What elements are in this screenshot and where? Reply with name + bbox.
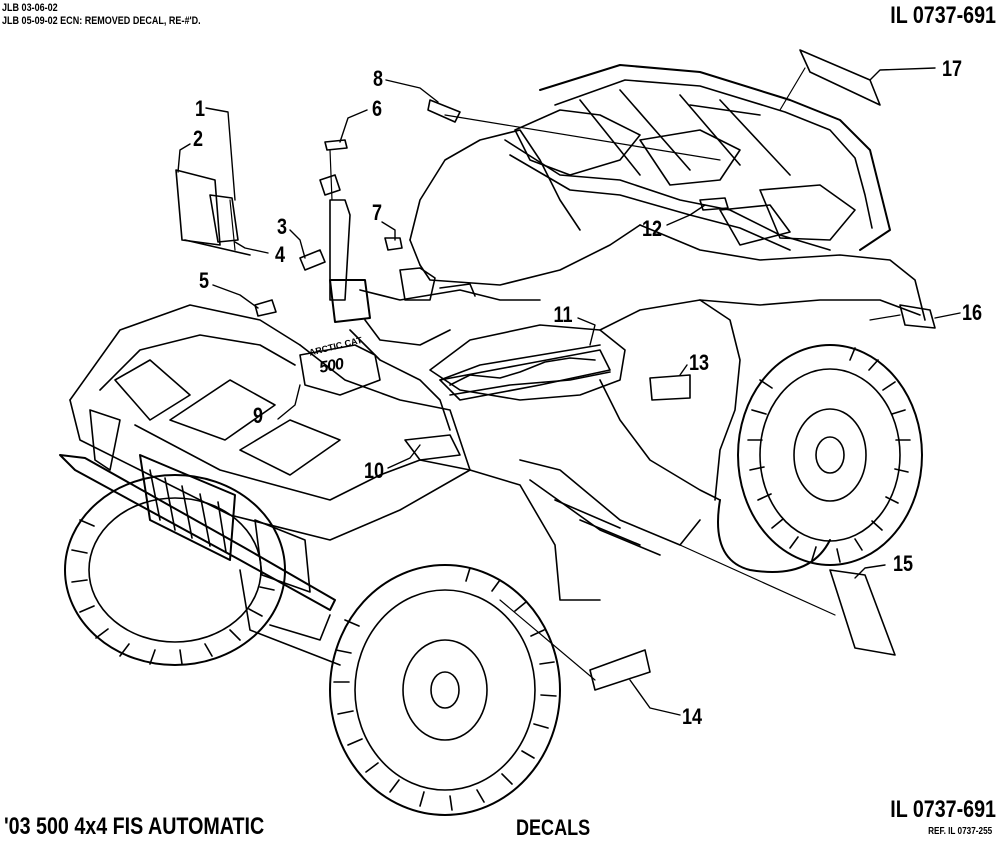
- rear-right-wheel: [738, 345, 922, 565]
- callout-14: 14: [681, 704, 703, 729]
- rear-left-wheel: [718, 500, 830, 572]
- callout-4: 4: [274, 242, 286, 267]
- callout-13: 13: [688, 350, 710, 375]
- callout-15: 15: [892, 551, 914, 576]
- front-fender-hood: [70, 305, 600, 600]
- handlebar-assembly: [320, 175, 540, 345]
- rear-rack: [505, 65, 890, 250]
- callout-7: 7: [371, 200, 383, 225]
- callout-9: 9: [252, 403, 264, 428]
- callout-12: 12: [641, 216, 663, 241]
- callout-17: 17: [941, 56, 963, 81]
- callout-6: 6: [371, 96, 383, 121]
- revision-line-1: JLB 03-06-02: [2, 2, 58, 14]
- front-right-wheel: [330, 565, 560, 815]
- center-body: [350, 130, 640, 430]
- callout-3: 3: [276, 214, 288, 239]
- illustration-code-top: IL 0737-691: [890, 2, 996, 29]
- reference-code: REF. IL 0737-255: [927, 826, 992, 837]
- callout-2: 2: [192, 126, 204, 151]
- revision-line-2: JLB 05-09-02 ECN: REMOVED DECAL, RE-#'D.: [2, 15, 201, 27]
- callout-5: 5: [198, 268, 210, 293]
- front-bumper: [60, 410, 340, 665]
- floorboard: [520, 460, 700, 555]
- leader-lines: [178, 68, 960, 715]
- callout-11: 11: [553, 302, 573, 327]
- illustration-code-bottom: IL 0737-691: [890, 796, 996, 823]
- section-title: DECALS: [516, 815, 591, 840]
- callout-1: 1: [194, 96, 206, 121]
- callout-8: 8: [372, 66, 384, 91]
- rear-fender: [600, 225, 925, 500]
- callout-16: 16: [961, 300, 983, 325]
- front-left-wheel: [65, 475, 285, 665]
- reference-lines: [230, 68, 900, 680]
- callout-10: 10: [363, 458, 385, 483]
- decal-shapes: [176, 50, 935, 690]
- model-title: '03 500 4x4 FIS AUTOMATIC: [4, 813, 265, 840]
